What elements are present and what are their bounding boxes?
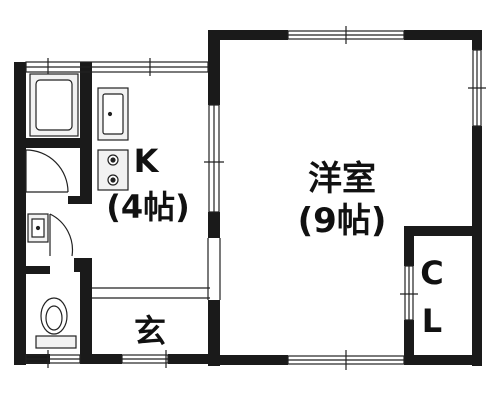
wall-western-left-bottom (208, 300, 220, 366)
closet-label-l: L (422, 302, 442, 340)
wall-wet-kitchen-upper (80, 62, 92, 202)
kitchen-sink (97, 87, 129, 141)
kitchen-name: K (134, 142, 160, 180)
wall-western-left-lower (208, 212, 220, 238)
stove (97, 149, 129, 191)
wall-bottom-mid (208, 355, 288, 365)
closet-label-c: C (420, 254, 443, 292)
wall-western-top-right (404, 30, 482, 40)
kitchen-size: (4帖) (106, 188, 190, 226)
toilet (35, 297, 77, 349)
wall-wet-kitchen-lower (80, 258, 92, 364)
entrance-name: 玄 (134, 312, 166, 350)
wall-bottom-entrance-right (168, 354, 220, 364)
wall-far-left (14, 62, 26, 365)
western-room-size: (9帖) (298, 201, 387, 241)
wall-closet-left-lower (404, 320, 414, 365)
bathtub (29, 73, 79, 137)
washroom-door-swing (49, 213, 74, 257)
wall-bottom-entrance-left (82, 354, 122, 364)
wall-right-lower (472, 126, 482, 366)
wall-closet-top (404, 226, 482, 236)
wall-toilet-partition-left (26, 266, 50, 274)
bath-door-swing (25, 149, 69, 193)
wash-basin (27, 213, 49, 243)
wall-bottom-right (404, 355, 482, 365)
wall-washroom-stub (68, 196, 92, 204)
wall-toilet-partition-right (74, 258, 92, 272)
wall-western-left-upper (208, 30, 220, 105)
wall-western-top-left (210, 30, 288, 40)
wall-closet-left-upper (404, 226, 414, 266)
wall-right-top (472, 30, 482, 50)
thin-lines (25, 26, 486, 370)
walls (14, 30, 482, 366)
wall-bath-partition (26, 138, 82, 148)
western-room-name: 洋室 (308, 159, 376, 199)
